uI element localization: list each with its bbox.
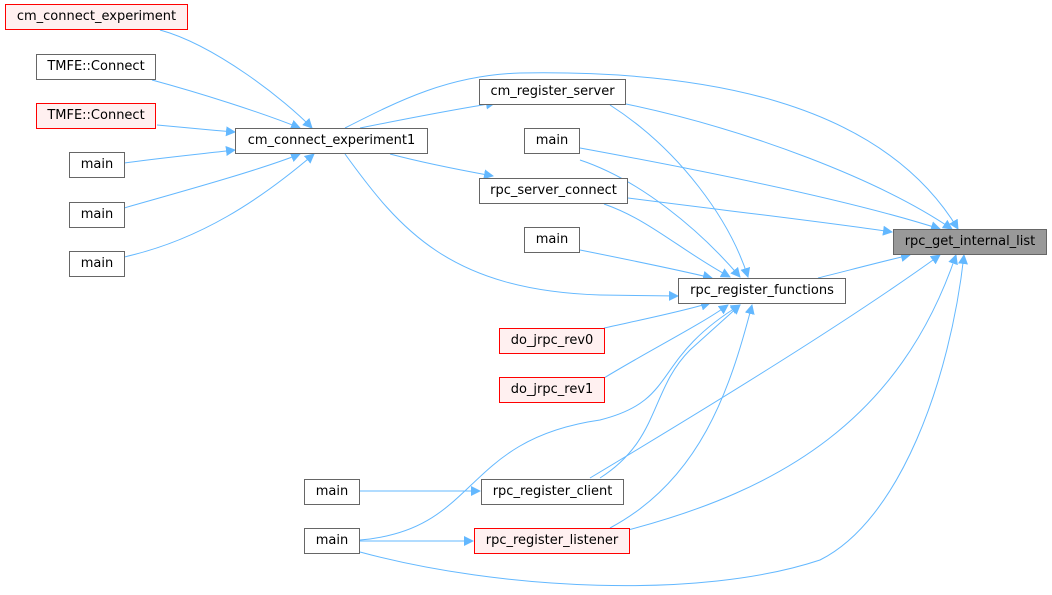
node-cm-connect-experiment[interactable]: cm_connect_experiment	[5, 4, 188, 30]
edge-cm-register-server-to-rpc-register-functions	[609, 104, 751, 278]
node-main-3[interactable]: main	[69, 251, 125, 277]
node-rpc-register-functions[interactable]: rpc_register_functions	[678, 278, 846, 304]
node-tmfe-connect-highlighted[interactable]: TMFE::Connect	[36, 103, 156, 129]
node-do-jrpc-rev0[interactable]: do_jrpc_rev0	[499, 328, 605, 354]
edge-main1-to-cmce1	[123, 146, 236, 164]
edge-cmce1-to-rpc-server-connect	[389, 153, 494, 180]
edge-rpc-server-connect-to-rpc-get-internal-list	[627, 197, 893, 236]
edge-rpc-register-listener-to-rpc-get-internal-list	[627, 254, 958, 531]
edge-tmfe-b-to-cmce1	[156, 124, 236, 137]
edge-rpc-register-functions-to-rpc-get-internal-list	[817, 252, 911, 279]
edge-rpc-register-listener-to-rpc-register-functions	[609, 304, 755, 529]
node-main-5[interactable]: main	[524, 227, 580, 253]
edge-rpc-register-client-to-rpc-register-functions	[599, 304, 741, 479]
node-cm-connect-experiment1[interactable]: cm_connect_experiment1	[235, 128, 428, 154]
edge-do-jrpc-rev0-to-rpc-register-functions	[603, 300, 711, 329]
node-main-7[interactable]: main	[304, 528, 360, 554]
edge-rpc-register-client-to-rpc-get-internal-list	[589, 254, 941, 479]
node-cm-register-server[interactable]: cm_register_server	[479, 79, 626, 105]
edge-do-jrpc-rev1-to-rpc-register-functions	[603, 304, 729, 379]
node-do-jrpc-rev1[interactable]: do_jrpc_rev1	[499, 377, 605, 403]
node-rpc-get-internal-list: rpc_get_internal_list	[893, 229, 1047, 255]
edge-tmfe-a-to-cmce1	[151, 79, 301, 130]
edge-cm-register-server-to-rpc-get-internal-list	[625, 103, 953, 230]
edge-main4-to-rpc-get-internal-list	[579, 147, 941, 232]
node-rpc-register-client[interactable]: rpc_register_client	[481, 479, 624, 505]
node-main-6[interactable]: main	[304, 479, 360, 505]
node-main-1[interactable]: main	[69, 152, 125, 178]
edge-main3-to-cmce1	[123, 153, 315, 258]
edge-cmce1-to-cm-register-server	[359, 99, 496, 129]
node-main-2[interactable]: main	[69, 202, 125, 228]
node-tmfe-connect[interactable]: TMFE::Connect	[36, 54, 156, 80]
edge-cmce1-to-rpc-register-functions	[344, 153, 679, 301]
node-rpc-server-connect[interactable]: rpc_server_connect	[479, 178, 628, 204]
edge-main5-to-rpc-register-functions	[579, 249, 713, 281]
edge-cmce-to-cmce1	[159, 29, 313, 129]
node-rpc-register-listener[interactable]: rpc_register_listener	[474, 528, 630, 554]
edge-main2-to-cmce1	[123, 152, 301, 209]
edge-main4-to-rpc-register-functions	[579, 159, 741, 278]
edge-main7-to-rpc-register-functions	[359, 304, 741, 541]
edge-rpc-server-connect-to-rpc-register-functions	[603, 203, 731, 278]
node-main-4[interactable]: main	[524, 128, 580, 154]
edge-cmce1-to-rpc-get-internal-list	[344, 72, 959, 230]
edge-main7-to-rpc-get-internal-list	[359, 254, 968, 587]
